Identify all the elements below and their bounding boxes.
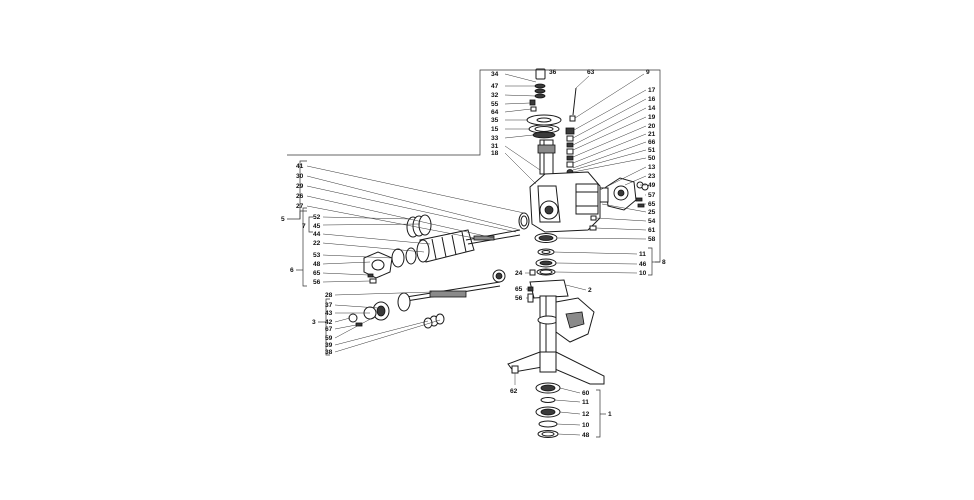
lower-bearings xyxy=(535,382,561,438)
worm-shaft-assembly xyxy=(363,214,521,284)
callout-60: 60 xyxy=(582,390,590,397)
callout-11-bottom: 11 xyxy=(582,399,589,406)
callout-56-mid: 56 xyxy=(515,295,523,302)
callout-8: 8 xyxy=(662,259,666,266)
callout-61: 61 xyxy=(648,227,656,234)
callout-34: 34 xyxy=(491,71,499,78)
callout-10-bottom: 10 xyxy=(582,422,590,429)
callout-20: 20 xyxy=(648,123,656,130)
callout-21: 21 xyxy=(648,131,656,138)
callout-39: 39 xyxy=(325,342,333,349)
callout-49: 49 xyxy=(648,182,656,189)
callout-65: 65 xyxy=(648,201,656,208)
callout-52: 52 xyxy=(313,214,321,221)
callout-25: 25 xyxy=(648,209,656,216)
upper-bearings xyxy=(534,233,558,276)
callout-67: 67 xyxy=(325,326,333,333)
callout-66: 66 xyxy=(648,139,656,146)
callout-2: 2 xyxy=(588,287,592,294)
callout-51: 51 xyxy=(648,147,656,154)
callout-3: 3 xyxy=(312,319,316,326)
callout-55: 55 xyxy=(491,101,499,108)
top-shaft-assembly xyxy=(526,68,562,175)
callout-56-left: 56 xyxy=(313,279,321,286)
callout-54: 54 xyxy=(648,218,656,225)
callout-17: 17 xyxy=(648,87,656,94)
callout-65-left: 65 xyxy=(313,270,321,277)
callout-47: 47 xyxy=(491,83,499,90)
callout-35: 35 xyxy=(491,117,499,124)
leader-lines xyxy=(306,73,647,436)
callout-58: 58 xyxy=(648,236,656,243)
callout-65-mid: 65 xyxy=(515,286,523,293)
input-shaft-assembly xyxy=(348,269,506,329)
callout-37: 37 xyxy=(325,302,333,309)
callout-23: 23 xyxy=(648,173,656,180)
callout-29: 29 xyxy=(296,183,304,190)
callout-1: 1 xyxy=(608,411,612,418)
callout-48: 48 xyxy=(313,261,321,268)
callout-15: 15 xyxy=(491,126,499,133)
callout-64: 64 xyxy=(491,109,499,116)
steering-column-bracket xyxy=(507,269,605,385)
callout-31: 31 xyxy=(491,143,499,150)
callout-27: 27 xyxy=(296,203,304,210)
callout-63: 63 xyxy=(587,69,595,76)
callout-5: 5 xyxy=(281,216,285,223)
callout-22: 22 xyxy=(313,240,321,247)
callout-41: 41 xyxy=(296,163,304,170)
callout-24: 24 xyxy=(515,270,523,277)
callout-46: 46 xyxy=(639,261,647,268)
callout-36: 36 xyxy=(549,69,557,76)
callout-10: 10 xyxy=(639,270,647,277)
callout-18: 18 xyxy=(491,150,499,157)
callout-12: 12 xyxy=(582,411,590,418)
callout-19: 19 xyxy=(648,114,656,121)
steering-box-housing xyxy=(518,171,649,233)
callout-6: 6 xyxy=(290,267,294,274)
callout-53: 53 xyxy=(313,252,321,259)
callout-43: 43 xyxy=(325,310,333,317)
callout-13: 13 xyxy=(648,164,656,171)
callout-62: 62 xyxy=(510,388,518,395)
callout-48-bottom: 48 xyxy=(582,432,590,439)
callout-50: 50 xyxy=(648,155,656,162)
callout-7: 7 xyxy=(302,223,306,230)
callout-33: 33 xyxy=(491,135,499,142)
callout-42: 42 xyxy=(325,319,333,326)
callout-44: 44 xyxy=(313,231,321,238)
right-small-parts xyxy=(565,87,577,175)
callout-30: 30 xyxy=(296,173,304,180)
callout-16: 16 xyxy=(648,96,656,103)
callout-14: 14 xyxy=(648,105,656,112)
callout-11: 11 xyxy=(639,251,646,258)
callout-57: 57 xyxy=(648,192,656,199)
callout-labels: 34 36 63 9 47 32 55 64 35 15 33 31 18 17… xyxy=(281,69,666,439)
callout-59: 59 xyxy=(325,335,333,342)
callout-9: 9 xyxy=(646,69,650,76)
callout-45: 45 xyxy=(313,223,321,230)
group-brackets xyxy=(287,69,661,438)
callout-28: 28 xyxy=(325,292,333,299)
callout-32: 32 xyxy=(491,92,499,99)
callout-26: 26 xyxy=(296,193,304,200)
callout-38: 38 xyxy=(325,349,333,356)
